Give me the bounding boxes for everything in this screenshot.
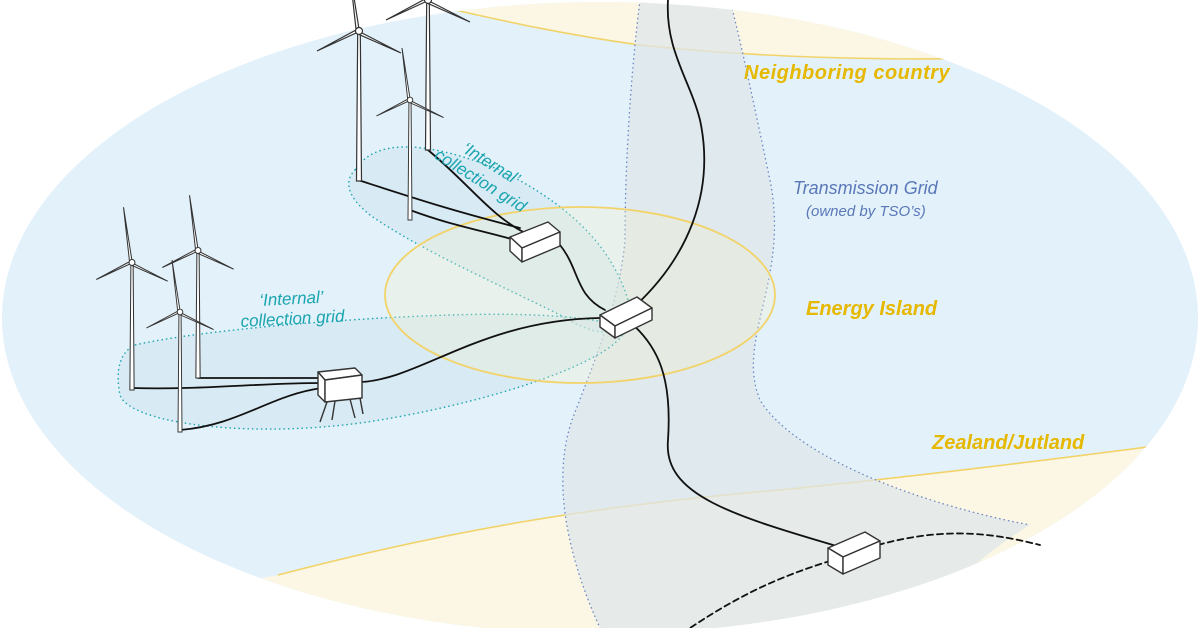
upper-substation-to-hub <box>559 244 606 311</box>
transmission-grid-label: Transmission Grid <box>793 178 938 198</box>
upper-array-cable-3 <box>409 209 516 241</box>
upper-array-cable-1 <box>357 179 521 229</box>
interconnector-cable-north <box>624 0 706 316</box>
upper-collection-grid-area <box>348 146 629 333</box>
neighboring-country-label: Neighboring country <box>744 62 951 84</box>
lower-array-cable-3 <box>179 387 323 431</box>
upper-array-cable-2 <box>427 149 526 234</box>
export-cable-south <box>624 317 851 551</box>
lower-collection-grid-label: ‘Internal’ collection grid <box>239 287 345 331</box>
substation-icon <box>827 531 881 575</box>
energy-island-label: Energy Island <box>806 298 938 320</box>
transmission-owner-label: (owned by TSO’s) <box>806 203 926 220</box>
substation-icon <box>599 296 653 339</box>
onshore-cable-dashed <box>689 554 851 628</box>
zealand-jutland-label: Zealand/Jutland <box>932 432 1085 454</box>
substation-icon <box>509 221 561 263</box>
onshore-cable-dashed-east <box>877 532 1041 546</box>
energy-island-ring <box>384 206 776 384</box>
lower-substation-to-hub <box>359 317 601 383</box>
lower-array-cable-1 <box>131 382 323 390</box>
platform-substation-icon <box>317 367 364 423</box>
transmission-corridor <box>562 2 1030 628</box>
lower-collection-grid-area <box>117 313 626 430</box>
